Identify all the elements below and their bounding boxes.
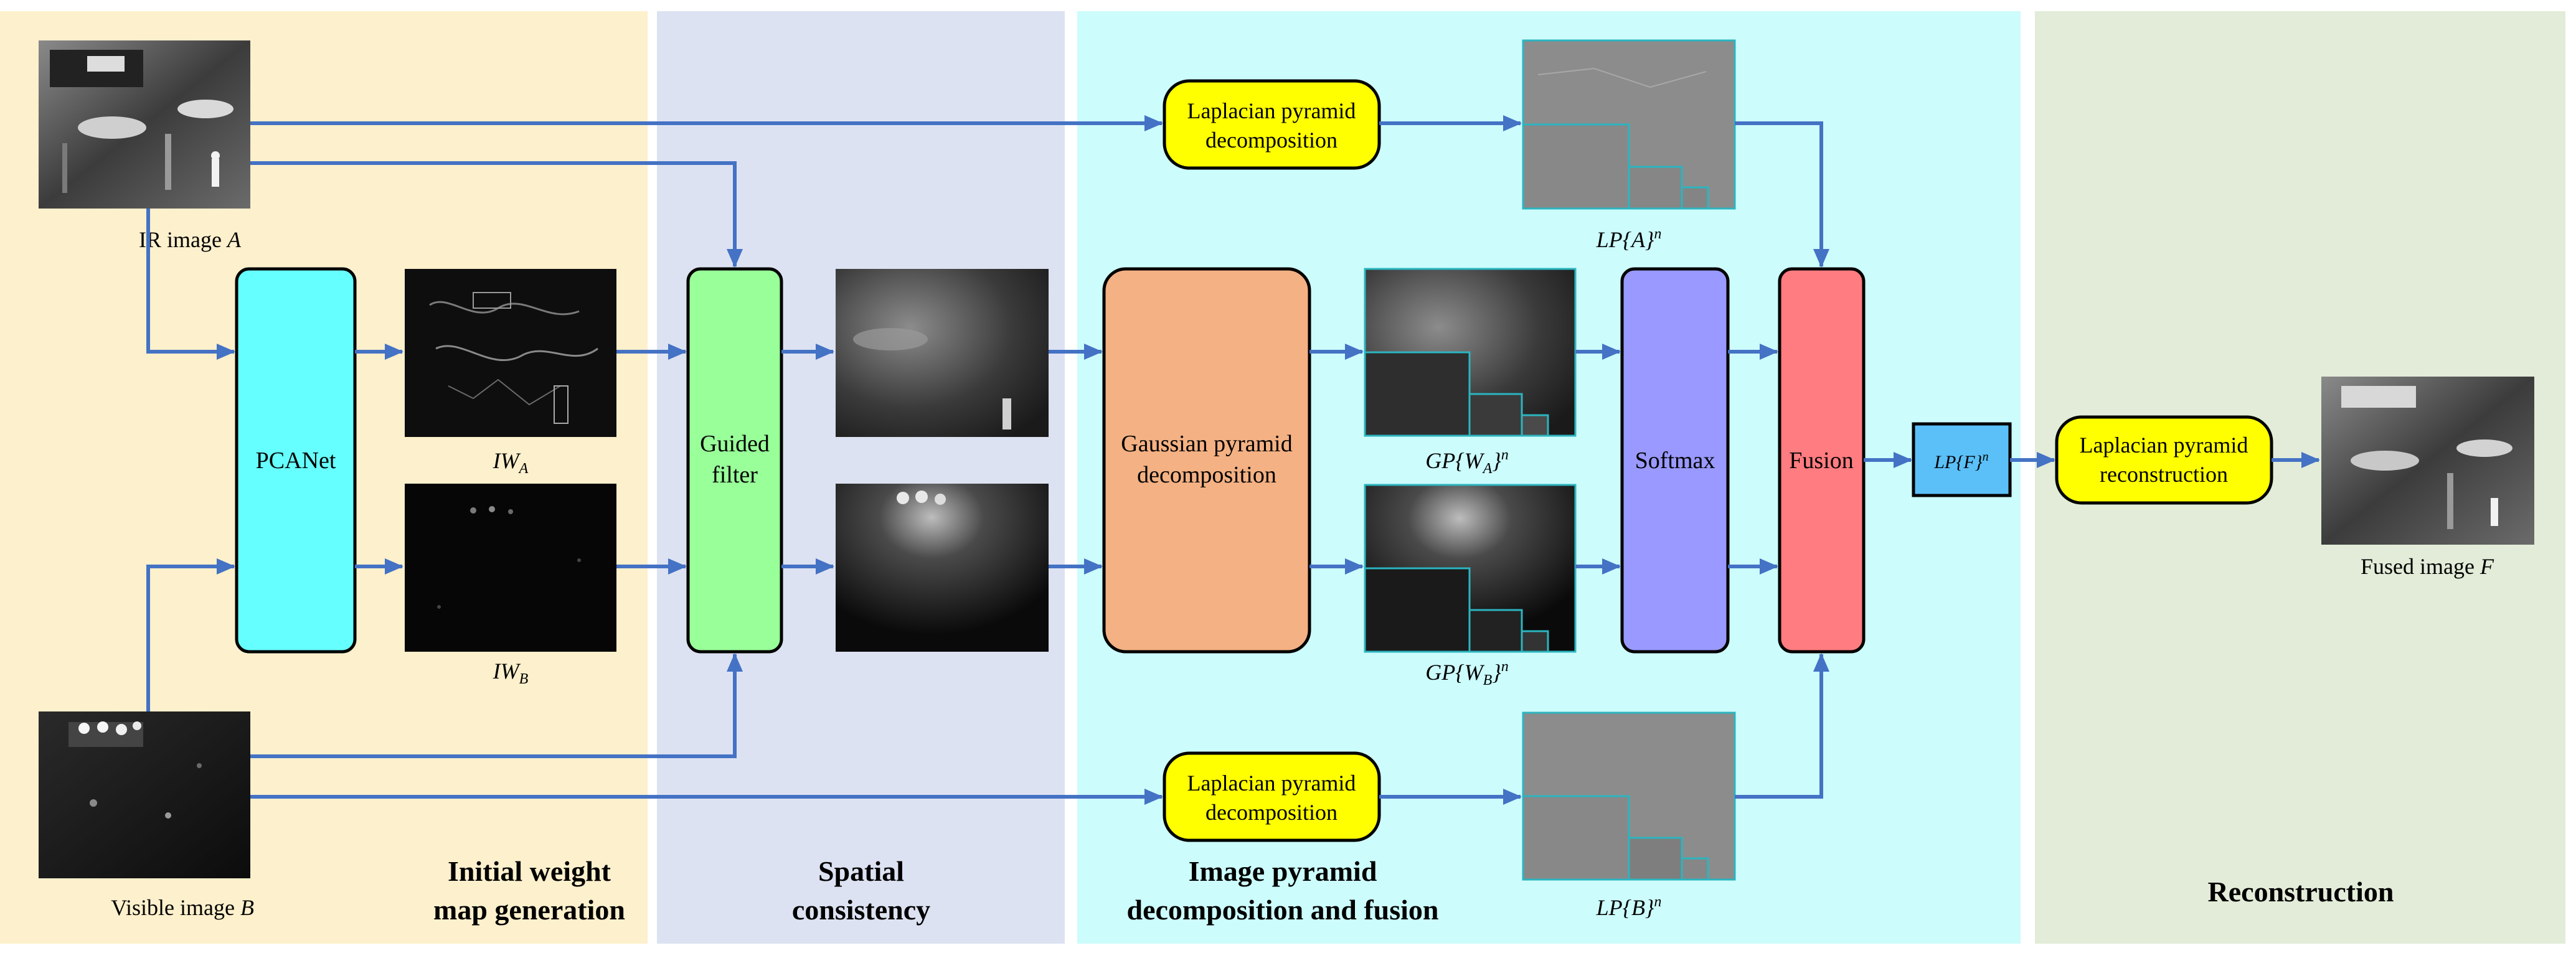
lp-b-pyramid-image: [1522, 711, 1736, 881]
stage-title-initial-line2: map generation: [433, 894, 625, 926]
fusion-label: Fusion: [1789, 448, 1853, 474]
lap-top-label-line2: decomposition: [1205, 128, 1338, 153]
lap-rec-label-line1: Laplacian pyramid: [2080, 433, 2248, 458]
arrows: [146, 115, 2320, 805]
gp-wb-label: GP{WB}n: [1425, 659, 1508, 688]
lp-b-label: LP{B}n: [1596, 894, 1662, 920]
ir-image-label: IR image A: [139, 227, 242, 252]
gp-wa-pyramid-image: [1364, 268, 1577, 437]
iw-a-image: [405, 269, 616, 437]
arrow-visible-to-pcanet: [146, 558, 235, 711]
ir-image-a: [39, 40, 250, 209]
stage-title-spatial-line1: Spatial: [818, 855, 904, 887]
gp-wb-pyramid-image: [1364, 484, 1577, 653]
fused-image-label: Fused image F: [2361, 554, 2494, 579]
guided-filter-block: [686, 267, 783, 654]
laplacian-decomposition-bottom-block: [1163, 751, 1381, 842]
visible-image-label: Visible image B: [111, 895, 254, 920]
arrow-lpa-to-fusion: [1735, 121, 1829, 268]
lp-f-label: LP{F}n: [1933, 450, 1988, 472]
stage-title-initial-line1: Initial weight: [448, 855, 611, 887]
iw-a-label: IWA: [493, 448, 529, 477]
lap-top-label-line1: Laplacian pyramid: [1187, 98, 1356, 123]
stage-title-reconstruction: Reconstruction: [2208, 876, 2394, 908]
gaussian-label-line2: decomposition: [1137, 462, 1276, 488]
arrow-lpb-to-fusion: [1735, 653, 1829, 799]
pcanet-label: PCANet: [256, 448, 336, 474]
lp-a-label: LP{A}n: [1596, 226, 1662, 252]
visible-image-b: [39, 711, 250, 878]
gp-wa-label: GP{WA}n: [1425, 447, 1508, 477]
arrow-visible-to-guided: [250, 653, 743, 758]
lp-f-block: [1912, 422, 2012, 497]
iw-b-label: IWB: [493, 659, 529, 687]
lap-rec-label-line2: reconstruction: [2100, 462, 2228, 487]
guided-filter-label-line1: Guided: [700, 431, 770, 457]
fused-image-f: [2321, 377, 2534, 545]
stage-title-spatial-line2: consistency: [792, 894, 930, 926]
gaussian-pyramid-block: [1102, 267, 1311, 654]
laplacian-decomposition-top-block: [1163, 79, 1381, 170]
lap-bottom-label-line1: Laplacian pyramid: [1187, 771, 1356, 796]
pcanet-block: [235, 267, 357, 654]
guided-filter-label-line2: filter: [712, 462, 758, 488]
lap-bottom-label-line2: decomposition: [1205, 800, 1338, 825]
iw-b-image: [405, 484, 616, 652]
softmax-label: Softmax: [1635, 448, 1715, 474]
lp-a-pyramid-image: [1522, 39, 1736, 210]
arrow-ir-to-guided: [250, 161, 743, 268]
gaussian-label-line1: Gaussian pyramid: [1121, 431, 1292, 457]
arrow-ir-to-pcanet: [146, 209, 235, 360]
stage-title-pyramid-line1: Image pyramid: [1189, 855, 1377, 887]
stage-title-pyramid-line2: decomposition and fusion: [1126, 894, 1438, 926]
laplacian-reconstruction-block: [2055, 415, 2273, 505]
guided-output-b-image: [836, 484, 1049, 652]
softmax-block: [1620, 267, 1730, 654]
guided-output-a-image: [836, 269, 1049, 437]
